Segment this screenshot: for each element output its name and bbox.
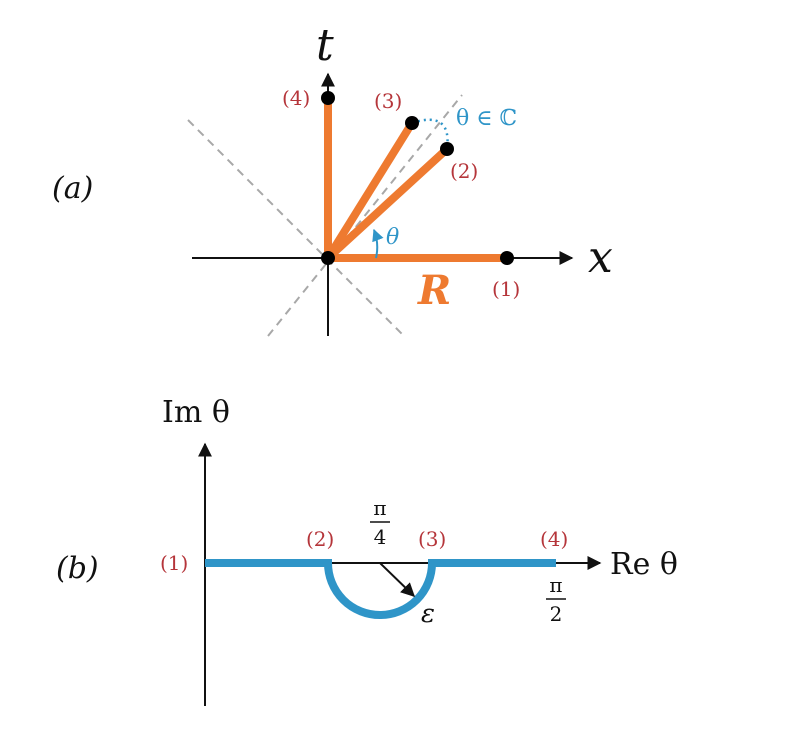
point-3-label: (3) — [374, 89, 402, 113]
point-3 — [405, 116, 419, 130]
orange-rays — [324, 98, 507, 262]
epsilon-label: ε — [421, 599, 435, 629]
epsilon-radius-arrow — [379, 562, 416, 597]
point-2 — [440, 142, 454, 156]
point-1-label: (1) — [492, 277, 520, 301]
tick-pi2-numerator: π — [549, 573, 562, 597]
point-2-label: (2) — [450, 159, 478, 183]
points-a — [321, 91, 514, 265]
panel-b: (b) Im θ Re θ ε π 4 π 2 (1) (2) (3) (4) — [56, 395, 678, 706]
region-label: R — [417, 267, 451, 314]
panel-a-label: (a) — [52, 171, 93, 206]
b-point-2-label: (2) — [306, 527, 334, 551]
guide-diagonal-down — [187, 119, 405, 337]
point-4-label: (4) — [282, 86, 310, 110]
b-point-3-label: (3) — [418, 527, 446, 551]
panel-b-label: (b) — [56, 551, 99, 586]
tick-pi4-denominator: 4 — [374, 525, 387, 549]
complex-rotation-arc — [411, 118, 449, 150]
complex-theta-label: θ ∈ ℂ — [456, 106, 517, 131]
im-axis-label: Im θ — [162, 395, 230, 430]
b-point-4-label: (4) — [540, 527, 568, 551]
origin-point — [321, 251, 335, 265]
re-axis-label: Re θ — [610, 547, 678, 582]
angle-arc — [372, 228, 384, 259]
tick-pi4-numerator: π — [373, 496, 386, 520]
x-axis-label: x — [588, 232, 613, 283]
tick-pi2-denominator: 2 — [550, 602, 563, 626]
ray-3 — [324, 120, 416, 261]
point-4 — [321, 91, 335, 105]
b-point-1-label: (1) — [160, 551, 188, 575]
point-1 — [500, 251, 514, 265]
angle-label: θ — [386, 225, 399, 250]
ray-2 — [325, 146, 450, 261]
t-axis-label: t — [316, 20, 334, 71]
blue-contour — [205, 559, 556, 619]
panel-a: (a) θ θ ∈ ℂ (1) (2) (3) — [52, 20, 613, 337]
guide-diagonal-up — [267, 94, 463, 337]
